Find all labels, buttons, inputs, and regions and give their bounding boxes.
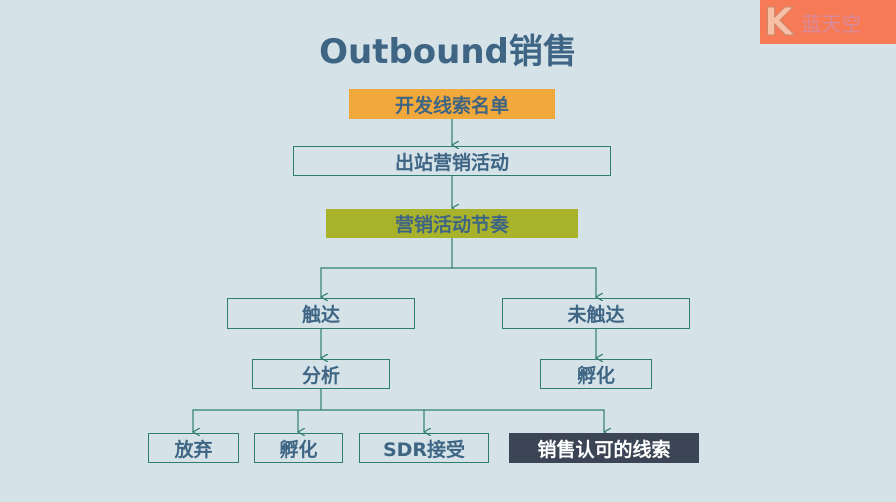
slide-title: Outbound销售	[319, 32, 577, 72]
node-cadence: 营销活动节奏	[326, 209, 578, 238]
node-analyze: 分析	[252, 359, 390, 389]
node-outbound: 出站营销活动	[293, 146, 611, 176]
connector	[321, 409, 604, 432]
node-nurture: 孵化	[254, 433, 343, 463]
node-abandon: 放弃	[148, 433, 239, 463]
node-nurture-right: 孵化	[540, 359, 652, 389]
node-leads: 开发线索名单	[349, 89, 555, 119]
node-sdr-accept: SDR接受	[359, 433, 489, 463]
node-sql: 销售认可的线索	[509, 433, 699, 463]
connector	[193, 389, 322, 432]
logo-letter: K	[763, 0, 794, 45]
logo-text: 蓝天空	[801, 11, 862, 36]
node-reached: 触达	[227, 298, 415, 329]
connector	[321, 238, 453, 297]
logo: K 蓝天空	[760, 0, 896, 45]
connector	[452, 267, 596, 297]
node-not-reached: 未触达	[502, 298, 690, 329]
